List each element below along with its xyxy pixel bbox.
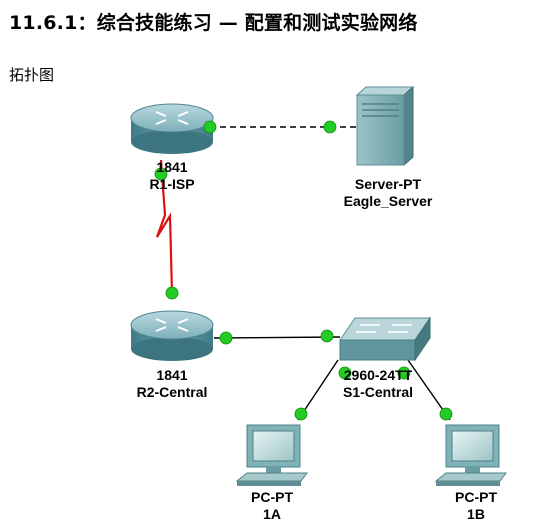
link-status-dot bbox=[165, 286, 179, 300]
link-r1-r2-serial bbox=[155, 159, 174, 294]
pc-1b-icon[interactable] bbox=[434, 424, 507, 486]
r1-model: 1841 bbox=[156, 159, 188, 175]
switch-label: 2960-24TT S1-Central bbox=[318, 367, 438, 401]
r2-model: 1841 bbox=[156, 367, 188, 383]
link-status-dot bbox=[338, 366, 352, 380]
router-r1-icon[interactable] bbox=[130, 103, 214, 154]
server-name: Eagle_Server bbox=[343, 193, 433, 209]
server-icon[interactable] bbox=[355, 85, 415, 167]
link-status-dot bbox=[154, 167, 168, 181]
link-status-dot bbox=[219, 331, 233, 345]
r1-label: 1841 R1-ISP bbox=[117, 159, 227, 193]
r1-name: R1-ISP bbox=[149, 176, 195, 192]
pc2-name: 1B bbox=[467, 506, 485, 522]
server-model: Server-PT bbox=[354, 176, 422, 192]
link-status-dot bbox=[320, 329, 334, 343]
r2-label: 1841 R2-Central bbox=[117, 367, 227, 401]
link-status-dot bbox=[397, 366, 411, 380]
pc1-model: PC-PT bbox=[251, 489, 293, 505]
page-title: 11.6.1：综合技能练习 — 配置和测试实验网络 bbox=[9, 12, 418, 34]
link-status-dot bbox=[439, 407, 453, 421]
topology-heading: 拓扑图 bbox=[9, 66, 55, 84]
pc2-label: PC-PT 1B bbox=[436, 489, 516, 523]
server-label: Server-PT Eagle_Server bbox=[318, 176, 458, 210]
link-status-dot bbox=[294, 407, 308, 421]
pc1-label: PC-PT 1A bbox=[232, 489, 312, 523]
switch-icon[interactable] bbox=[339, 316, 431, 362]
switch-name: S1-Central bbox=[342, 384, 414, 400]
pc-1a-icon[interactable] bbox=[235, 424, 308, 486]
router-r2-icon[interactable] bbox=[130, 310, 214, 361]
pc1-name: 1A bbox=[263, 506, 281, 522]
pc2-model: PC-PT bbox=[455, 489, 497, 505]
link-status-dot bbox=[323, 120, 337, 134]
switch-model: 2960-24TT bbox=[343, 367, 413, 383]
r2-name: R2-Central bbox=[136, 384, 208, 400]
link-status-dot bbox=[203, 120, 217, 134]
link-r2-switch bbox=[213, 336, 341, 339]
